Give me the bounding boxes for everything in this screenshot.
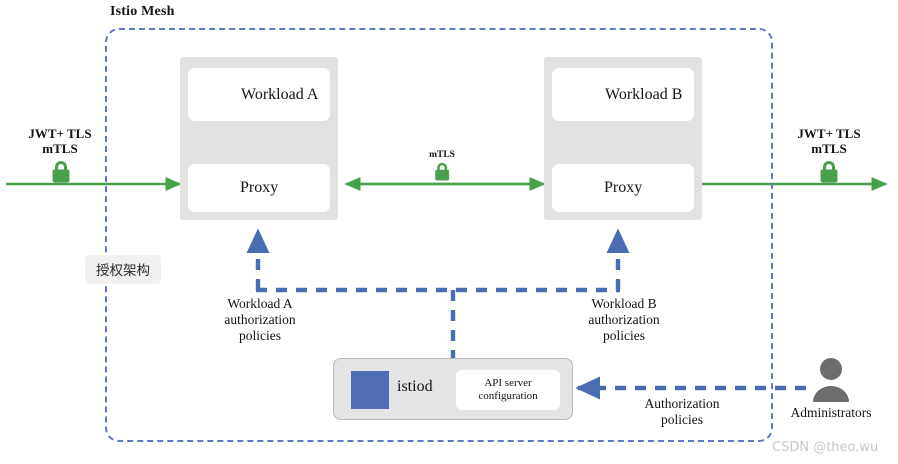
admin-policies-label: Authorization policies [644,396,720,427]
egress-traffic-label: JWT+ TLS mTLS [797,126,861,156]
workload-a-policies-label: Workload A authorization policies [224,296,296,343]
istiod-panel[interactable]: istiod API server configuration [333,358,573,420]
ingress-traffic-label: JWT+ TLS mTLS [28,126,92,156]
user-icon [813,358,849,402]
api-server-configuration-card[interactable]: API server configuration [456,370,560,410]
chip-icon-placeholder [196,77,232,113]
workload-b-label: Workload B [605,85,683,103]
watermark: CSDN @theo.wu [772,440,879,455]
workload-b-policies-label: Workload B authorization policies [588,296,660,343]
inter-proxy-mtls-label: mTLS [429,150,455,160]
workload-a-label: Workload A [241,85,319,103]
control-plane-policy-links [246,228,806,400]
chip-icon-placeholder [560,77,596,113]
workload-b-group: Workload B Proxy [544,57,702,220]
administrators-label: Administrators [790,405,872,420]
workload-a-proxy-card[interactable]: Proxy [188,164,330,212]
authorization-architecture-badge: 授权架构 [85,255,161,284]
workload-a-card[interactable]: Workload A [188,68,330,121]
istio-logo-tile [351,371,389,409]
mesh-title: Istio Mesh [110,4,175,19]
workload-b-card[interactable]: Workload B [552,68,694,121]
workload-b-proxy-card[interactable]: Proxy [552,164,694,212]
workload-a-proxy-label: Proxy [240,179,279,196]
api-server-configuration-label: API server configuration [478,377,538,402]
istio-mesh-boundary [105,28,773,442]
workload-b-proxy-label: Proxy [604,179,643,196]
lock-icon [435,162,450,181]
hexagon-icon-placeholder [562,172,595,205]
istiod-label: istiod [397,378,433,395]
workload-a-group: Workload A Proxy [180,57,338,220]
hexagon-icon-placeholder [198,172,231,205]
lock-icon [52,161,70,183]
lock-icon [820,161,838,183]
